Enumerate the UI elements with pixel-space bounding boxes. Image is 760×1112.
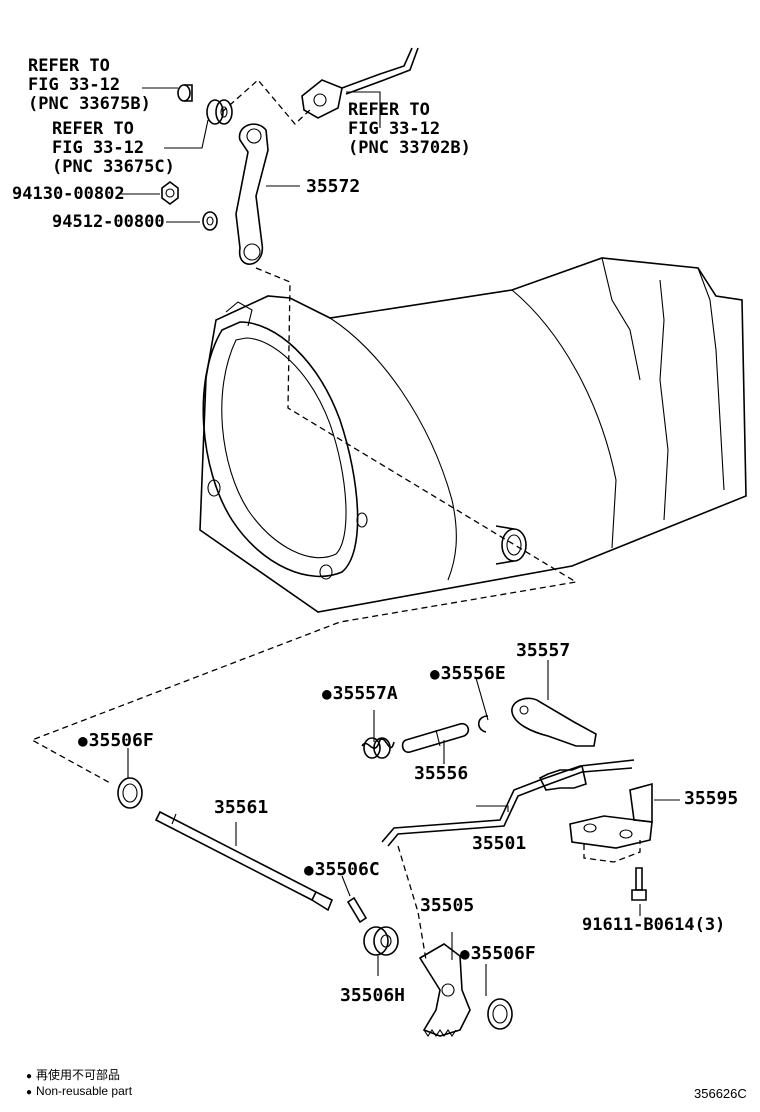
part-label-94512-00800: 94512-00800 xyxy=(52,212,165,232)
leader-lines xyxy=(120,87,680,996)
part-label-35501: 35501 xyxy=(472,833,527,854)
oil-seal-35506f-bottom xyxy=(487,998,513,1030)
legend-line-jp: ●再使用不可部品 xyxy=(26,1068,121,1082)
part-label-35506c: 35506C xyxy=(304,860,380,879)
bushing-33675b xyxy=(177,84,193,102)
pin-35556 xyxy=(401,722,470,753)
part-label-35595: 35595 xyxy=(684,788,739,809)
part-label-91611-b0614: 91611-B0614(3) xyxy=(582,915,726,935)
dashed-link-arm-to-case xyxy=(30,267,578,785)
oil-seal-35506f-top xyxy=(117,777,143,809)
part-label-35505: 35505 xyxy=(420,895,475,916)
detent-lever-35505 xyxy=(397,845,471,1037)
part-label-35556: 35556 xyxy=(414,763,469,784)
part-label-35506h: 35506H xyxy=(340,985,406,1006)
transmission-case xyxy=(199,257,747,613)
part-label-35556e: 35556E xyxy=(430,664,506,683)
cable-end-top xyxy=(301,47,419,119)
bushing-33675c xyxy=(206,99,233,125)
part-label-94130-00802: 94130-00802 xyxy=(12,184,125,204)
part-label-35557a: 35557A xyxy=(322,684,398,703)
washer-94512 xyxy=(202,211,218,231)
part-label-35506f-bottom: 35506F xyxy=(460,944,536,963)
clip-35556e xyxy=(477,715,489,733)
collar-35506h xyxy=(363,926,399,956)
dashed-link-ref-connector xyxy=(221,79,313,125)
bolt-91611 xyxy=(631,867,647,901)
legend-line-en: ●Non-reusable part xyxy=(26,1084,133,1098)
part-label-35561: 35561 xyxy=(214,797,269,818)
part-label-35572: 35572 xyxy=(306,176,361,197)
part-label-35506f-top: 35506F xyxy=(78,731,154,750)
bracket-35595 xyxy=(569,782,653,863)
shaft-seal-port xyxy=(495,525,527,565)
nut-94130 xyxy=(161,181,179,205)
pin-35506c xyxy=(346,896,368,924)
manual-shaft-35561 xyxy=(154,810,334,912)
control-cable-35501 xyxy=(381,759,635,847)
legend: ●再使用不可部品 ●Non-reusable part xyxy=(26,1068,132,1100)
lever-35557 xyxy=(511,697,597,747)
control-arm-35572 xyxy=(235,123,269,265)
part-label-35557: 35557 xyxy=(516,640,571,661)
illustration-code: 356626C xyxy=(694,1086,747,1101)
spring-35557a xyxy=(361,737,395,759)
